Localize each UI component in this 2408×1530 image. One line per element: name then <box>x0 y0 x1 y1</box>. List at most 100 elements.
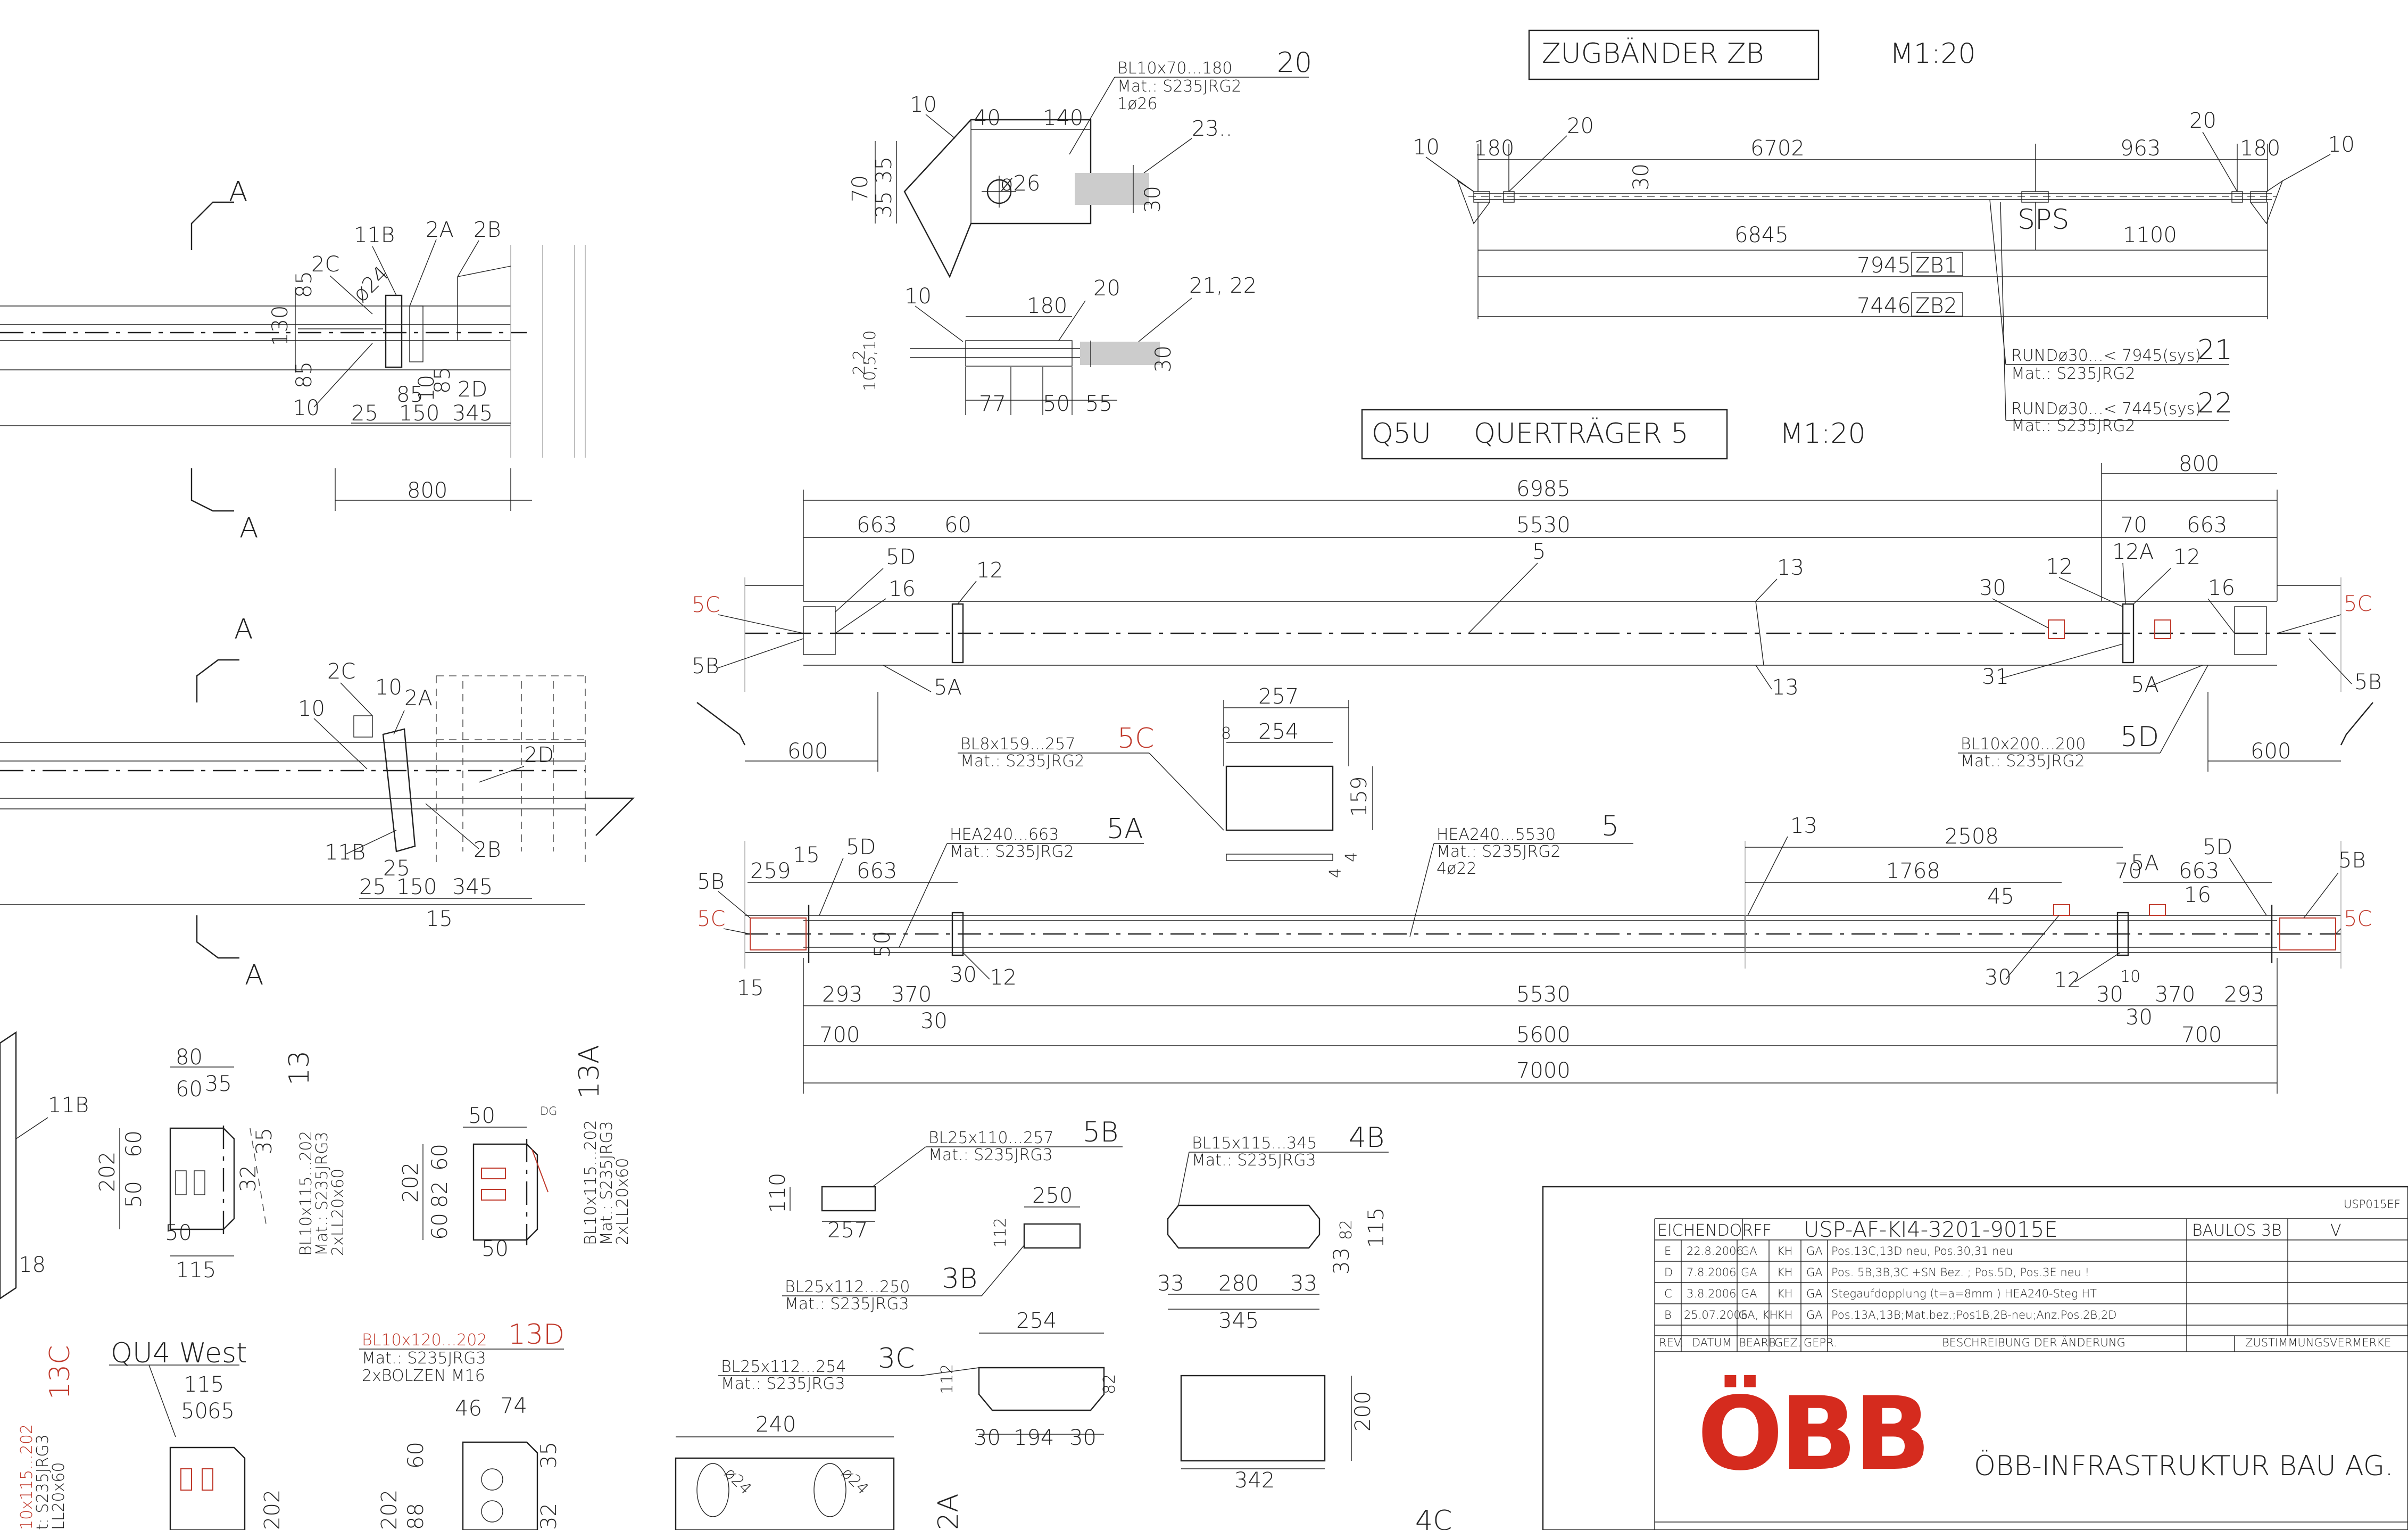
part-3b: 250 112 BL25x112...250 3B Mat.: S235JRG3 <box>782 1184 1081 1313</box>
dim-label: 5D <box>2203 835 2232 859</box>
dim-label: 202 <box>377 1490 402 1530</box>
dim-label: 7945 <box>1857 253 1911 278</box>
part2a-number: 2A <box>933 1493 965 1530</box>
zb1-tag: ZB1 <box>1915 253 1957 278</box>
dim-label: 50 <box>122 1181 146 1208</box>
dim-label: 30 <box>920 1009 948 1033</box>
dim-label: 254 <box>1258 719 1299 744</box>
dim-label: 50 <box>468 1104 495 1128</box>
dim-label: 2C <box>327 659 355 684</box>
dim-label: 800 <box>2179 452 2219 476</box>
section-mark: A <box>245 960 264 991</box>
dim-label: 30 <box>1069 1426 1097 1450</box>
beam5-holes: 4ø22 <box>1437 859 1477 878</box>
baulos: BAULOS 3B <box>2192 1221 2282 1240</box>
dim-label: 30 <box>950 963 977 987</box>
tie-bar-scale: M1:20 <box>1890 38 1976 70</box>
dim-label: 11B <box>48 1093 89 1118</box>
dim-label: 202 <box>95 1152 120 1192</box>
dim-label: 50 <box>1043 392 1070 416</box>
plate-20-detail: BL10x70...180 20 Mat.: S235JRG2 1ø26 40 … <box>848 47 1312 416</box>
dim-label: 5B <box>692 654 719 679</box>
sps-label: SPS <box>2017 204 2069 236</box>
part-4b: BL15x115...345 4B Mat.: S235JRG3 82 115 … <box>1157 1122 1389 1333</box>
dim-label: 250 <box>1032 1184 1073 1208</box>
dim-label: 12A <box>2112 540 2154 564</box>
rev-cell: C <box>1664 1287 1672 1300</box>
dim-label: 7446 <box>1857 294 1911 318</box>
obb-logo: ÖBB <box>1697 1375 1928 1493</box>
dim-label: 6985 <box>1516 477 1571 501</box>
plate20-number: 20 <box>1277 47 1312 79</box>
part-4c: 200 342 4C <box>1180 1375 1452 1530</box>
dim-label: 663 <box>2179 859 2219 883</box>
part13a-number: 13A <box>574 1045 605 1099</box>
dim-label: 16 <box>889 577 916 601</box>
beam5-number: 5 <box>1601 811 1619 842</box>
dim-label: 85 <box>396 383 424 407</box>
part13a-weld: 2xLL20x60 <box>613 1158 632 1245</box>
part-2a: 240 ø24 ø24 2A <box>675 1412 965 1530</box>
dim-label: 700 <box>819 1023 860 1047</box>
dim-label: 10 <box>298 697 325 721</box>
bearb-cell: GA <box>1741 1287 1757 1300</box>
dim-label: 70 <box>2120 513 2147 537</box>
dim-label: 12 <box>2046 555 2073 579</box>
beam5-material: Mat.: S235JRG2 <box>1437 842 1561 861</box>
dim-label: 82 <box>428 1181 452 1208</box>
part-13: 13 BL10x115...202 Mat.: S235JRG3 2xLL20x… <box>95 1045 347 1283</box>
dim-label: 15 <box>737 976 764 1000</box>
header-bearb: BEARB. <box>1739 1336 1779 1349</box>
q5u-title: QUERTRÄGER 5 <box>1474 417 1689 450</box>
revision-row: B 25.07.2006 GA, KH KH GA Pos.13A,13B;Ma… <box>1664 1309 2116 1321</box>
dim-label: 55 <box>1085 392 1112 416</box>
dim-label: 345 <box>452 401 493 426</box>
dim-label: 31 <box>1982 665 2009 689</box>
dim-label: 60 <box>944 513 971 537</box>
dim-label: 70 <box>2115 859 2142 883</box>
part5b-number: 5B <box>1083 1117 1118 1148</box>
dim-label: 600 <box>787 739 828 764</box>
dim-label: 5C <box>2344 907 2372 931</box>
dim-label: 20 <box>1093 276 1120 301</box>
bearb-cell: GA <box>1741 1266 1757 1279</box>
dim-label: 25 <box>351 401 378 426</box>
dim-label: 112 <box>938 1364 957 1394</box>
part-3c: 254 BL25x112...254 3C Mat.: S235JRG3 112… <box>718 1309 1119 1450</box>
q5u-code: Q5U <box>1372 418 1431 450</box>
dim-label: 30 <box>2096 982 2123 1007</box>
dim-label: 33 <box>1290 1271 1317 1296</box>
gez-cell: KH <box>1777 1245 1793 1258</box>
dim-label: 5A <box>2131 851 2159 875</box>
dim-label: 74 <box>500 1394 527 1418</box>
header-zust: ZUSTIMMUNGSVERMERKE <box>2245 1336 2391 1349</box>
dim-label: 30 <box>1151 345 1176 373</box>
dim-label: 257 <box>827 1218 868 1243</box>
dim-label: 35 <box>205 1072 232 1096</box>
dim-label: 6702 <box>1750 136 1805 161</box>
dim-label: 21, 22 <box>1189 274 1257 298</box>
dim-label: 10 <box>293 396 320 420</box>
dim-label: 280 <box>1218 1271 1259 1296</box>
dim-label: 60 <box>404 1442 428 1469</box>
header-gepr: GEPR. <box>1804 1336 1837 1349</box>
dim-label: 202 <box>398 1162 423 1203</box>
dim-label: 600 <box>2251 739 2291 764</box>
dim-label: 5A <box>934 675 962 700</box>
plate5a-material: Mat.: S235JRG2 <box>950 842 1074 861</box>
rund22-material: Mat.: S235JRG2 <box>2011 417 2136 435</box>
tie-bar-section: ZUGBÄNDER ZB M1:20 10 180 20 6702 963 20… <box>1413 29 2355 435</box>
dim-label: 23.. <box>1192 117 1232 141</box>
dim-label: 35 <box>252 1128 277 1155</box>
part-13c: 13C 10x115...202 t: S235JRG3 LL20x60 QU4… <box>18 1337 285 1530</box>
header-rev: REV. <box>1659 1336 1683 1349</box>
dim-label: 60 <box>176 1077 203 1102</box>
desc-cell: Stegaufdopplung (t=a=8mm ) HEA240-Steg H… <box>1831 1287 2097 1300</box>
dim-label: 5B <box>2354 670 2382 694</box>
part5b-material: Mat.: S235JRG3 <box>928 1146 1053 1164</box>
part3b-spec: BL25x112...250 <box>785 1278 910 1296</box>
dim-label: 33 <box>1157 1271 1184 1296</box>
dim-label: 30 <box>1629 163 1654 191</box>
title-block: USP015EF EICHENDORFF USP-AF-KI4-3201-901… <box>1542 1186 2408 1530</box>
